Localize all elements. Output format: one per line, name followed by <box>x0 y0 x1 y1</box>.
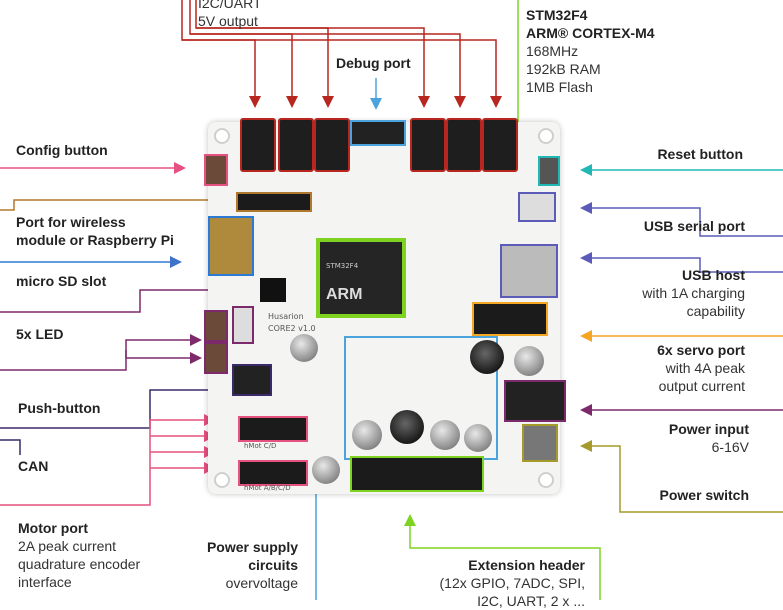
usb-host-sub2: capability <box>686 303 745 319</box>
motor-silk-1: hMot C/D <box>244 442 277 450</box>
push-label: Push-button <box>18 399 100 417</box>
ext-sub1: (12x GPIO, 7ADC, SPI, <box>439 575 586 591</box>
board-brand: Husarion <box>268 312 304 321</box>
usb-host-label: USB host with 1A charging capability <box>642 266 745 320</box>
motor-label: Motor port 2A peak current quadrature en… <box>18 519 140 591</box>
power-input-title: Power input <box>668 421 749 437</box>
inductor <box>390 410 424 444</box>
board-model: CORE2 v1.0 <box>268 324 316 333</box>
servo-sub2: output current <box>658 378 745 394</box>
debug-title: Debug port <box>336 55 411 71</box>
usb-serial-label: USB serial port <box>644 217 745 235</box>
led-group <box>232 306 254 344</box>
mount-hole <box>538 128 554 144</box>
can-title: CAN <box>18 458 49 474</box>
mount-hole <box>538 472 554 488</box>
led-title: 5x LED <box>16 326 64 342</box>
config-button[interactable] <box>204 154 228 186</box>
usb-serial-title: USB serial port <box>643 218 745 234</box>
power-switch[interactable] <box>522 424 558 462</box>
stm-spec1: 168MHz <box>526 43 579 59</box>
config-label: Config button <box>16 141 108 159</box>
capacitor <box>430 420 460 450</box>
uart-connector <box>410 118 446 172</box>
motor-sub3: interface <box>18 574 72 590</box>
debug-label: Debug port <box>336 54 411 72</box>
stm-title2: ARM® CORTEX-M4 <box>526 25 655 41</box>
servo-label: 6x servo port with 4A peak output curren… <box>657 341 745 395</box>
uart-line1: I2C/UART <box>198 0 262 11</box>
push-title: Push-button <box>18 400 101 416</box>
ext-label: Extension header (12x GPIO, 7ADC, SPI, I… <box>440 556 586 610</box>
wireless-title2: module or Raspberry Pi <box>16 232 174 248</box>
stm-spec2: 192kB RAM <box>526 61 601 77</box>
stm-title1: STM32F4 <box>526 7 588 23</box>
wireless-label: Port for wireless module or Raspberry Pi <box>16 213 174 249</box>
psu-sub1: overvoltage <box>225 575 298 591</box>
servo-title: 6x servo port <box>657 342 745 358</box>
debug-port <box>350 120 406 146</box>
reset-button[interactable] <box>538 156 560 186</box>
sd-slot <box>208 216 254 276</box>
motor-sub2: quadrature encoder <box>18 556 141 572</box>
can-label: CAN <box>18 457 48 475</box>
husarion-logo <box>260 278 286 302</box>
capacitor <box>514 346 544 376</box>
psu-label: Power supply circuits overvoltage <box>207 538 298 592</box>
usb-host-sub1: with 1A charging <box>642 285 745 301</box>
wireless-port <box>236 192 312 212</box>
reset-label: Reset button <box>657 145 743 163</box>
motor-title: Motor port <box>18 520 88 536</box>
power-input-sub: 6-16V <box>711 439 749 455</box>
power-input <box>504 380 566 422</box>
push-button-1[interactable] <box>204 310 228 342</box>
wireless-title1: Port for wireless <box>16 214 126 230</box>
ext-title: Extension header <box>468 557 585 573</box>
stm-label: STM32F4 ARM® CORTEX-M4 168MHz 192kB RAM … <box>526 6 655 96</box>
uart-line2: 5V output <box>198 13 258 29</box>
psu-title1: Power supply <box>206 539 298 555</box>
power-input-label: Power input 6-16V <box>669 420 749 456</box>
servo-sub1: with 4A peak <box>665 360 745 376</box>
uart-connector <box>482 118 518 172</box>
ext-sub2: I2C, UART, 2 x ... <box>477 593 585 609</box>
capacitor <box>352 420 382 450</box>
led-label: 5x LED <box>16 325 63 343</box>
extension-header <box>350 456 484 492</box>
capacitor <box>464 424 492 452</box>
motor-port-cd <box>238 416 308 442</box>
motor-silk-2: hMot A/B/C/D <box>244 484 291 492</box>
can-port <box>232 364 272 396</box>
usb-host-port <box>500 244 558 298</box>
servo-ports <box>472 302 548 336</box>
uart-connector <box>240 118 276 172</box>
push-button-2[interactable] <box>204 342 228 374</box>
capacitor <box>312 456 340 484</box>
stm-spec3: 1MB Flash <box>526 79 593 95</box>
uart-connector <box>278 118 314 172</box>
inductor <box>470 340 504 374</box>
sd-title: micro SD slot <box>16 273 107 289</box>
uart-connector <box>314 118 350 172</box>
motor-port-abcd <box>238 460 308 486</box>
uart-connector <box>446 118 482 172</box>
stm32-chip: STM32F4 ARM <box>316 238 406 318</box>
config-title: Config button <box>16 142 108 158</box>
motor-sub1: 2A peak current <box>18 538 117 554</box>
sd-label: micro SD slot <box>16 272 106 290</box>
usb-host-title: USB host <box>682 267 745 283</box>
capacitor <box>290 334 318 362</box>
usb-serial-port <box>518 192 556 222</box>
chip-brand: ARM <box>326 286 363 303</box>
mount-hole <box>214 128 230 144</box>
uart-label: I2C/UART 5V output <box>198 0 262 30</box>
power-switch-label: Power switch <box>660 486 749 504</box>
reset-title: Reset button <box>657 146 743 162</box>
chip-name: STM32F4 <box>326 262 359 270</box>
mount-hole <box>214 472 230 488</box>
power-switch-title: Power switch <box>659 487 749 503</box>
psu-title2: circuits <box>248 557 298 573</box>
